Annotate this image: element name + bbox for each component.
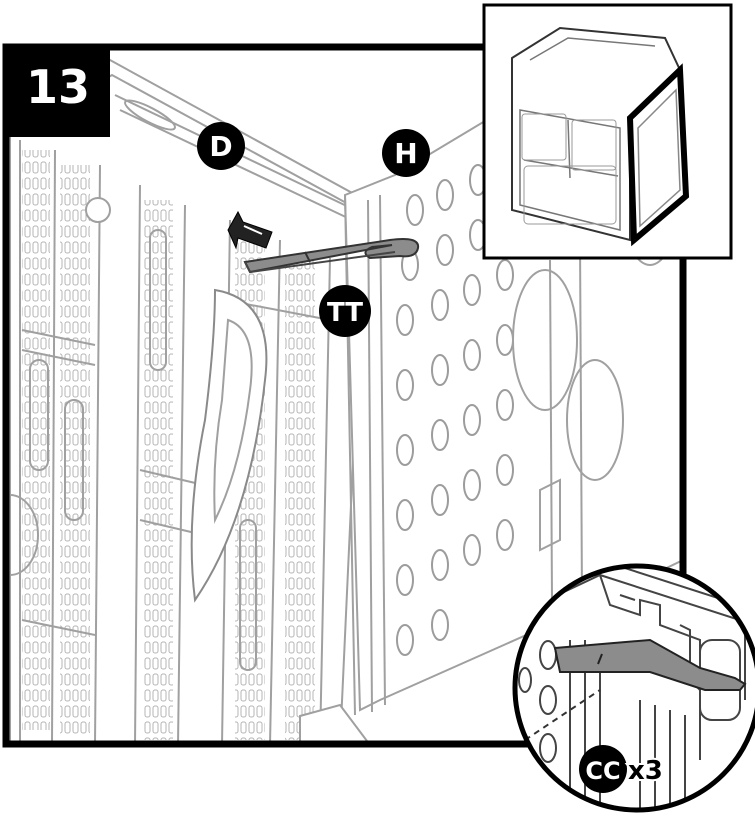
step-number: 13: [26, 60, 90, 114]
part-label-d-text: D: [209, 130, 232, 163]
part-label-d: D: [197, 122, 245, 170]
part-label-cc: CC x3: [579, 745, 665, 793]
part-label-tt-text: TT: [327, 298, 363, 328]
part-label-tt: TT: [319, 285, 371, 337]
bracket-tt: [243, 238, 420, 274]
step-number-tab: 13: [6, 47, 110, 137]
quantity-label: x3: [628, 756, 663, 786]
upward-diagonal-arrow-icon: [227, 210, 273, 250]
part-label-h: H: [382, 129, 430, 177]
part-label-cc-text: CC: [585, 757, 620, 785]
cabinet-thumbnail-icon: [482, 3, 733, 260]
part-label-h-text: H: [394, 137, 417, 170]
step-frame: [2, 43, 687, 748]
